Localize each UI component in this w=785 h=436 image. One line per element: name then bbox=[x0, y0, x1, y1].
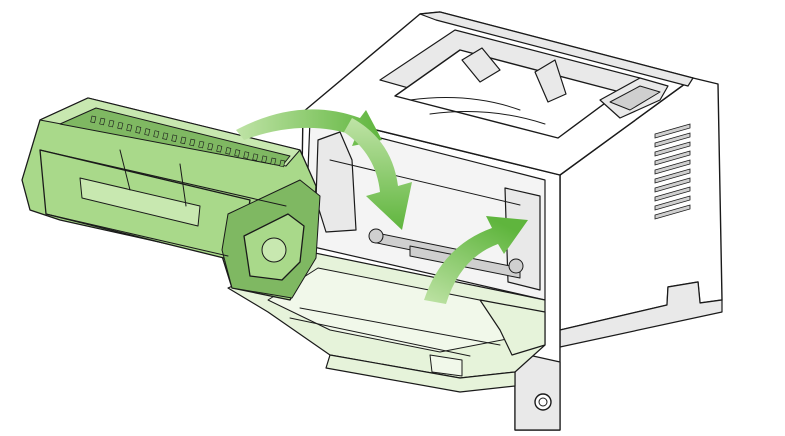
cartridge-handle[interactable] bbox=[79, 177, 201, 227]
cartridge-tooth bbox=[153, 130, 160, 138]
cartridge-tooth bbox=[135, 126, 142, 134]
cartridge-tooth bbox=[171, 134, 178, 143]
roller-end-right bbox=[508, 258, 524, 274]
output-tray-curve-1 bbox=[409, 97, 521, 111]
vent-slot bbox=[654, 195, 691, 211]
cartridge-tooth bbox=[126, 124, 133, 132]
printer-top-rear-lip bbox=[419, 11, 694, 87]
vent-slot bbox=[654, 123, 691, 139]
cartridge-line-3 bbox=[119, 149, 131, 191]
cartridge-tooth bbox=[234, 149, 241, 157]
cartridge-tooth bbox=[270, 157, 277, 166]
cartridge-tooth bbox=[162, 132, 169, 140]
vent-slot bbox=[654, 186, 691, 202]
cartridge-tooth bbox=[180, 136, 187, 145]
paper-stop-right bbox=[534, 59, 567, 103]
insert-arrow-icon bbox=[344, 118, 412, 230]
cartridge-line-1 bbox=[39, 149, 287, 207]
vent-slot bbox=[654, 168, 691, 184]
output-tray-curve-2 bbox=[429, 111, 546, 125]
cartridge-end-hub bbox=[261, 237, 287, 263]
cartridge-tooth bbox=[216, 145, 223, 153]
cartridge-tooth bbox=[90, 115, 97, 124]
cartridge-tooth bbox=[243, 151, 250, 159]
printer-side-bottom bbox=[559, 281, 723, 348]
close-door-arrow-icon bbox=[424, 216, 528, 304]
door-bottom-edge bbox=[325, 354, 516, 393]
power-button-icon[interactable] bbox=[534, 393, 552, 411]
cartridge-tooth bbox=[108, 119, 115, 128]
cartridge-tooth bbox=[279, 159, 286, 168]
roller-end-left bbox=[368, 228, 384, 244]
cartridge-teeth bbox=[90, 115, 286, 168]
cartridge-line-2 bbox=[45, 213, 229, 257]
vent-slot bbox=[654, 132, 691, 148]
cartridge-line-4 bbox=[179, 163, 187, 207]
power-button-ring bbox=[538, 397, 548, 407]
vent-slot bbox=[654, 177, 691, 193]
side-vent-grille bbox=[654, 123, 691, 220]
toner-cartridge[interactable] bbox=[21, 97, 321, 301]
vent-slot bbox=[654, 150, 691, 166]
door-crease-2 bbox=[289, 317, 471, 357]
vent-slot bbox=[654, 159, 691, 175]
printer-base-front bbox=[514, 351, 561, 431]
printer-body bbox=[299, 11, 723, 431]
door-crease-1 bbox=[299, 307, 501, 346]
cartridge-tooth bbox=[144, 128, 151, 136]
front-door-open bbox=[227, 251, 546, 393]
door-hinge-arm bbox=[479, 299, 546, 356]
cavity-top-edge bbox=[329, 159, 521, 206]
vent-slot bbox=[654, 204, 691, 220]
cartridge-tooth bbox=[198, 140, 205, 149]
cartridge-tooth bbox=[99, 117, 106, 126]
cartridge-tooth bbox=[207, 142, 214, 151]
paper-stop-left bbox=[461, 47, 501, 83]
cartridge-tooth bbox=[252, 153, 259, 161]
control-panel-display bbox=[609, 85, 661, 111]
cartridge-tooth bbox=[117, 121, 124, 130]
cartridge-tooth bbox=[189, 138, 196, 147]
cartridge-tooth bbox=[261, 155, 268, 164]
vent-slot bbox=[654, 141, 691, 157]
insert-arc-arrow-icon bbox=[236, 109, 382, 146]
cartridge-tooth bbox=[225, 147, 232, 155]
door-latch-tab bbox=[429, 354, 463, 377]
